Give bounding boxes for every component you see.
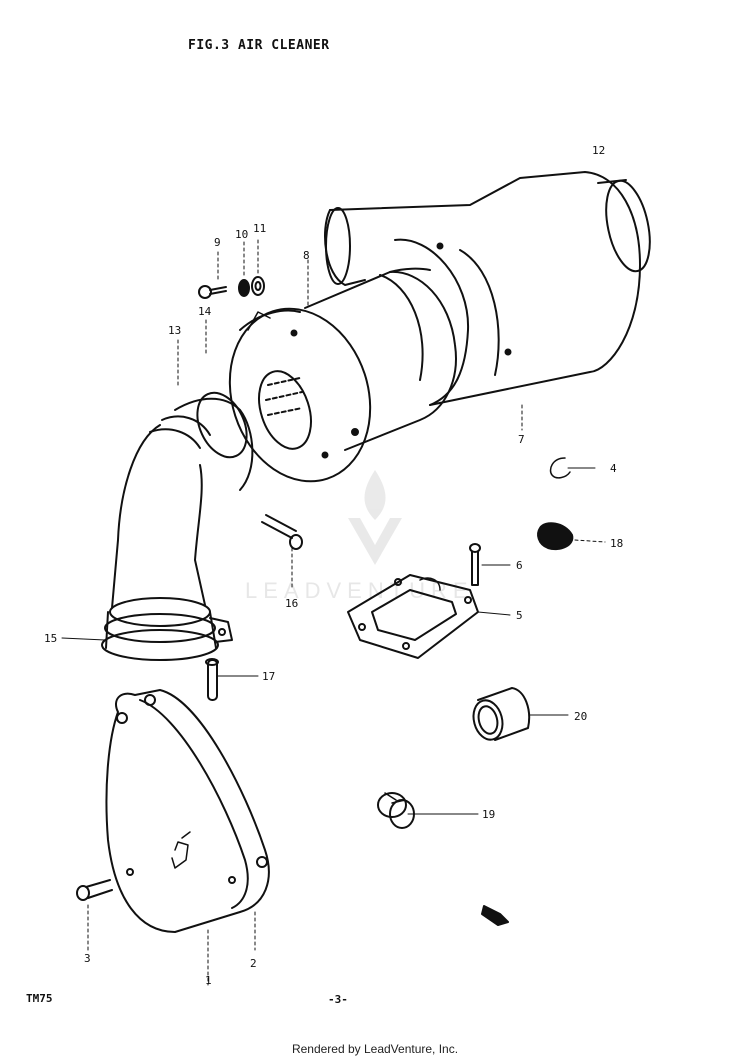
leader-lines xyxy=(61,239,606,986)
callout-labels: 1 2 3 4 5 6 7 8 9 10 11 12 13 14 15 16 1… xyxy=(44,144,623,987)
part-20-sleeve[interactable] xyxy=(469,687,531,743)
figure-title: FIG.3 AIR CLEANER xyxy=(188,38,330,53)
callout-12: 12 xyxy=(592,144,605,157)
part-10-washer[interactable] xyxy=(238,279,250,297)
watermark-text: LEADVENTURE xyxy=(245,578,474,603)
part-12-cleaner-case[interactable] xyxy=(324,171,657,406)
callout-4: 4 xyxy=(610,462,617,475)
callout-17: 17 xyxy=(262,670,275,683)
part-15-hose-clamp[interactable] xyxy=(209,617,233,643)
part-18-plug[interactable] xyxy=(537,522,574,551)
callout-16: 16 xyxy=(285,597,298,610)
page-number: -3- xyxy=(328,993,348,1006)
callout-6: 6 xyxy=(516,559,523,572)
callout-11: 11 xyxy=(253,222,266,235)
part-7-front-cover[interactable] xyxy=(208,290,392,499)
callout-14: 14 xyxy=(198,305,212,318)
callout-3: 3 xyxy=(84,952,91,965)
callout-1: 1 xyxy=(205,974,212,987)
callout-19: 19 xyxy=(482,808,495,821)
part-6-screw[interactable] xyxy=(469,543,481,586)
callout-7: 7 xyxy=(518,433,525,446)
callout-18: 18 xyxy=(610,537,623,550)
callout-8: 8 xyxy=(303,249,310,262)
part-8-element-cover[interactable] xyxy=(304,267,457,451)
part-4-clip[interactable] xyxy=(549,457,571,479)
watermark-flame-icon xyxy=(364,470,386,520)
part-17-pin[interactable] xyxy=(205,658,219,701)
callout-9: 9 xyxy=(214,236,221,249)
watermark: LEADVENTURE xyxy=(245,470,474,603)
part-2-housing[interactable] xyxy=(105,689,270,933)
callout-13: 13 xyxy=(168,324,181,337)
callout-10: 10 xyxy=(235,228,248,241)
callout-20: 20 xyxy=(574,710,587,723)
callout-5: 5 xyxy=(516,609,523,622)
part-13-intake-hose[interactable] xyxy=(101,385,256,661)
rendered-by-footer: Rendered by LeadVenture, Inc. xyxy=(291,1042,459,1056)
callout-2: 2 xyxy=(250,957,257,970)
small-fitting[interactable] xyxy=(481,905,509,926)
callout-15: 15 xyxy=(44,632,57,645)
watermark-v-icon xyxy=(348,518,402,565)
model-code: TM75 xyxy=(26,992,53,1005)
part-11-washer[interactable] xyxy=(251,276,265,296)
part-3-bolt[interactable] xyxy=(76,879,113,901)
part-16-bolt[interactable] xyxy=(261,514,303,550)
part-9-bolt[interactable] xyxy=(198,285,227,299)
part-19-cap[interactable] xyxy=(377,792,415,829)
